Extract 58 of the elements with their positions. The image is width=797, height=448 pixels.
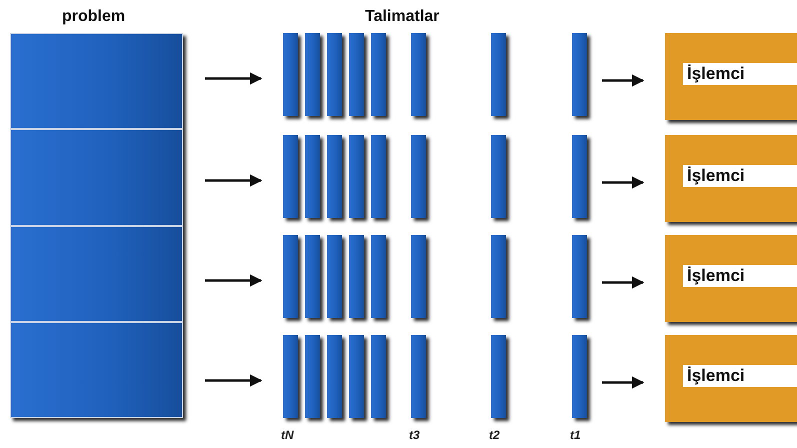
arrow [602,376,644,389]
instruction-bar [327,235,342,318]
problem-part [10,33,183,130]
processor-label: İşlemci [683,63,797,85]
instruction-bar [349,235,364,318]
time-step-label: t1 [570,428,581,442]
processor-box [665,33,797,120]
instruction-bar [349,135,364,218]
arrow [602,276,644,289]
processor-label: İşlemci [683,165,797,187]
instruction-bar [327,135,342,218]
arrow [602,176,644,189]
processor-label: İşlemci [683,365,797,387]
instruction-bar [572,135,587,218]
instruction-bar [305,33,320,116]
processor-label: İşlemci [683,265,797,287]
instruction-bar [283,235,298,318]
instruction-bar [327,335,342,418]
processor-box [665,335,797,422]
instruction-bar [411,33,426,116]
instruction-bar [491,135,506,218]
instruction-bar [371,235,386,318]
instruction-bar [327,33,342,116]
instruction-bar [305,135,320,218]
instruction-bar [283,33,298,116]
instruction-bar [371,135,386,218]
instruction-bar [491,33,506,116]
instruction-bar [305,235,320,318]
problem-part [10,226,183,322]
instruction-bar [572,235,587,318]
processor-box [665,235,797,322]
instruction-bar [371,33,386,116]
instruction-bar [411,135,426,218]
time-step-label: t2 [489,428,500,442]
problem-part [10,322,183,418]
arrow [602,74,644,87]
arrow [205,274,262,287]
processor-box [665,135,797,222]
arrow [205,174,262,187]
problem-part [10,129,183,226]
instruction-bar [283,135,298,218]
instruction-bar [411,235,426,318]
time-step-label: tN [281,428,294,442]
instruction-bar [491,335,506,418]
instruction-bar [572,335,587,418]
instruction-bar [349,335,364,418]
instruction-bar [491,235,506,318]
arrow [205,374,262,387]
problem-heading: problem [62,8,126,26]
arrow [205,72,262,85]
instruction-bar [572,33,587,116]
time-step-label: t3 [409,428,420,442]
instruction-bar [371,335,386,418]
instruction-bar [283,335,298,418]
instruction-bar [305,335,320,418]
instruction-bar [411,335,426,418]
column-heading: Talimatlar [365,8,440,26]
instruction-bar [349,33,364,116]
